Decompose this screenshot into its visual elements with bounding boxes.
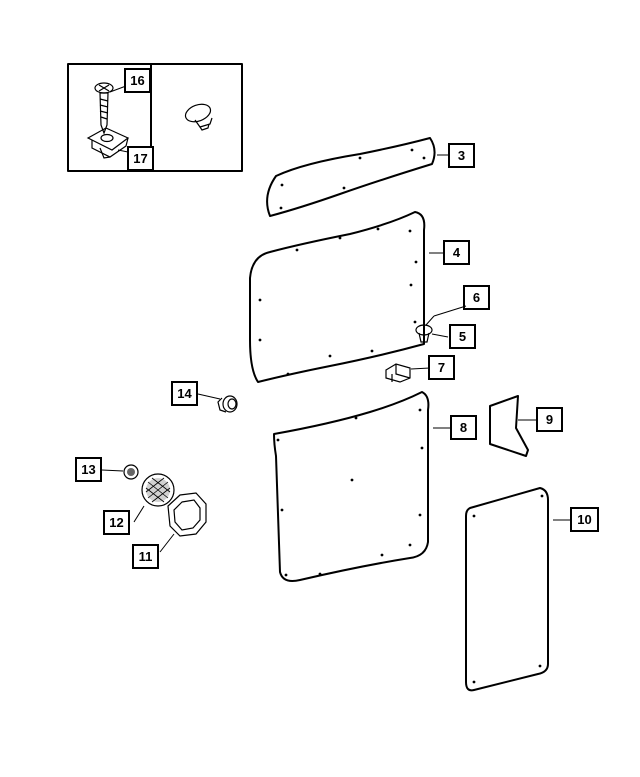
insulator-pad-part-9 <box>489 395 536 457</box>
push-fastener-part-5 <box>415 315 449 343</box>
callout-11: 11 <box>132 544 159 569</box>
callout-7: 7 <box>428 355 455 380</box>
callout-17-label: 17 <box>133 151 147 166</box>
callout-12-label: 12 <box>109 515 123 530</box>
rear-panel-part-10 <box>465 487 572 692</box>
callout-4-label: 4 <box>453 245 461 260</box>
callout-16-label: 16 <box>130 73 144 88</box>
callout-10-label: 10 <box>577 512 591 527</box>
callout-6-label: 6 <box>473 290 480 305</box>
lower-door-panel-part-8 <box>273 391 452 582</box>
small-grille-part-13 <box>101 464 139 480</box>
callout-6: 6 <box>463 285 490 310</box>
clip-part-7 <box>385 363 431 383</box>
callout-13-label: 13 <box>81 462 95 477</box>
push-pin-fastener <box>184 103 213 131</box>
callout-14-label: 14 <box>177 386 192 401</box>
callout-3-label: 3 <box>458 148 465 163</box>
callout-14: 14 <box>171 381 198 406</box>
inset-box <box>67 63 243 172</box>
callout-12: 12 <box>103 510 130 535</box>
clip-nut-part-17 <box>86 127 130 159</box>
upper-trim-panel-part-3 <box>266 137 449 217</box>
callout-13: 13 <box>75 457 102 482</box>
callout-9: 9 <box>536 407 563 432</box>
callout-4: 4 <box>443 240 470 265</box>
callout-11-label: 11 <box>139 549 153 564</box>
callout-5-label: 5 <box>459 329 466 344</box>
callout-3: 3 <box>448 143 475 168</box>
screw-part-16 <box>94 82 127 135</box>
callout-8-label: 8 <box>460 420 467 435</box>
callout-7-label: 7 <box>438 360 445 375</box>
door-panel-part-4 <box>249 211 448 383</box>
callout-16: 16 <box>124 68 151 93</box>
grommet-part-14 <box>197 393 238 413</box>
callout-8: 8 <box>450 415 477 440</box>
speaker-grille-part-12 <box>133 473 175 523</box>
callout-17: 17 <box>127 146 154 171</box>
speaker-gasket-part-11 <box>159 492 207 553</box>
callout-9-label: 9 <box>546 412 553 427</box>
callout-10: 10 <box>570 507 599 532</box>
callout-5: 5 <box>449 324 476 349</box>
